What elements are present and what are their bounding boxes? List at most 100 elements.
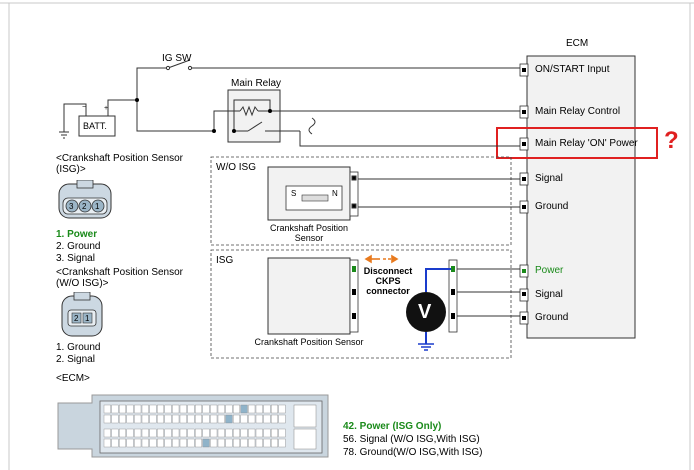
ecm-connector-pin-cell — [111, 404, 119, 414]
ecm-pin-main-relay-control: Main Relay Control — [535, 106, 621, 117]
ecm-connector-pin-cell — [248, 404, 256, 414]
ecm-connector-pin-cell — [225, 438, 233, 448]
ecm-connector-pin-cell — [164, 438, 172, 448]
isg-sensor-power-pin — [352, 266, 356, 272]
ecm-connector-pin-cell — [194, 428, 202, 438]
ecm-connector-pin-cell — [210, 428, 218, 438]
ecm-connector-pin-cell — [134, 438, 142, 448]
ecm-connector-pin-cell — [156, 428, 164, 438]
battery-label: BATT. — [83, 121, 107, 131]
ecm-connector-pin-cell — [103, 404, 111, 414]
wo-isg-s-label: S — [291, 189, 297, 198]
harness-signal-pin — [451, 289, 455, 295]
ecm-connector-pin-cell — [187, 428, 195, 438]
ecm-connector-pin-cell — [118, 428, 126, 438]
wo-isg-magnet — [285, 185, 343, 211]
isg-title: ISG — [216, 255, 234, 266]
isg-box — [210, 249, 512, 359]
ecm-connector-legend-42: 42. Power (ISG Only) — [343, 421, 442, 432]
ecm-connector-pin-cell — [126, 404, 134, 414]
ecm-connector-pin-cell — [263, 404, 271, 414]
meter-ground — [418, 343, 434, 351]
voltmeter-icon — [406, 292, 446, 332]
ecm-connector-pin-cell — [202, 404, 210, 414]
ecm-pin-power-isg: Power — [535, 265, 564, 276]
ecm-connector-pin-cell — [255, 438, 263, 448]
ecm-connector-pin-cell — [118, 438, 126, 448]
ecm-pin-on-start: ON/START Input — [535, 64, 610, 75]
ecm-connector-pin-cell — [134, 428, 142, 438]
ig-switch-wiring — [136, 59, 520, 100]
ecm-connector-pin-cell — [263, 438, 271, 448]
ecm-connector-pin-cell — [263, 428, 271, 438]
connector-isg-body — [58, 180, 112, 219]
ecm-connector-pin-cell — [126, 428, 134, 438]
meter-wiring — [425, 268, 451, 344]
ecm-connector-legend-56: 56. Signal (W/O ISG,With ISG) — [343, 434, 480, 445]
ecm-power-pin-dot — [522, 269, 526, 273]
ecm-connector-pin-cell — [179, 414, 187, 424]
ecm-connector-pin-cell — [217, 428, 225, 438]
battery — [59, 99, 137, 139]
harness-connector — [448, 259, 458, 333]
connector-woisg-body — [61, 292, 103, 337]
ecm-connector-pin-cell — [172, 428, 180, 438]
ecm-connector-pin-cell — [225, 414, 233, 424]
ecm-connector-pin-cell — [270, 438, 278, 448]
ecm-connector-pin-cell — [263, 414, 271, 424]
isg-sensor-label: Crankshaft Position Sensor — [254, 337, 364, 347]
wo-isg-box — [210, 156, 512, 246]
ecm-connector-pin-cell — [202, 438, 210, 448]
ecm-connector-pin-cell — [103, 428, 111, 438]
ecm-connector-pin-cell — [179, 428, 187, 438]
disconnect-label: Disconnect CKPS connector — [363, 266, 413, 296]
ecm-connector-pin-cell — [164, 404, 172, 414]
ecm-connector-pin-cell — [210, 438, 218, 448]
ecm-connector-pin-cell — [217, 414, 225, 424]
ecm-connector-pin-cell — [270, 404, 278, 414]
isg-sensor-ground-pin — [352, 313, 356, 319]
highlight-box — [496, 127, 658, 159]
isg-sensor — [267, 257, 351, 335]
ecm-pin-signal-woisg: Signal — [535, 173, 563, 184]
ecm-connector-pin-cell — [141, 428, 149, 438]
connector-isg-legend-2: 2. Ground — [56, 241, 101, 252]
ecm-connector-pin-cell — [149, 404, 157, 414]
ecm-connector-pin-cell — [149, 428, 157, 438]
main-relay-internals — [136, 99, 520, 147]
ecm-connector-pin-cell — [278, 404, 286, 414]
connector-woisg-pin-1: 1 — [85, 314, 90, 323]
ecm-connector-pin-cell — [240, 428, 248, 438]
ecm-connector-pin-cell — [118, 404, 126, 414]
ecm-connector-pin-cell — [217, 438, 225, 448]
ecm-connector-pin-cell — [194, 414, 202, 424]
ecm-connector-pin-cell — [179, 438, 187, 448]
ecm-connector-pin-cell — [126, 438, 134, 448]
ecm-connector-pin-cell — [126, 414, 134, 424]
ecm-connector-pin-cell — [210, 414, 218, 424]
ecm-connector-legend-78: 78. Ground(W/O ISG,With ISG) — [343, 447, 483, 458]
ig-switch-label: IG SW — [162, 53, 192, 64]
harness-ground-pin — [451, 313, 455, 319]
main-relay-box — [227, 89, 281, 143]
relay-junctions — [135, 98, 272, 133]
connector-woisg-legend-2: 2. Signal — [56, 354, 95, 365]
main-relay-label: Main Relay — [231, 78, 282, 89]
ecm-pin-signal-isg: Signal — [535, 289, 563, 300]
wo-isg-title: W/O ISG — [216, 162, 256, 173]
ecm-connector-pin-cell — [111, 438, 119, 448]
ecm-connector-pin-cell — [225, 404, 233, 414]
ecm-connector-pin-cell — [278, 414, 286, 424]
ecm-connector-pin-cell — [187, 438, 195, 448]
harness-power-pin — [451, 266, 455, 272]
ecm-pin-main-relay-on-power: Main Relay 'ON' Power — [535, 138, 638, 149]
ecm-connector-pin-cell — [156, 404, 164, 414]
ecm-connector-pin-cell — [141, 438, 149, 448]
ecm-box — [526, 55, 636, 339]
ecm-connector-body — [57, 394, 329, 458]
battery-minus: − — [82, 104, 86, 111]
ecm-connector-pin-cell — [111, 414, 119, 424]
ecm-connector-pin-cell — [255, 404, 263, 414]
ecm-connector-pin-cell — [278, 438, 286, 448]
